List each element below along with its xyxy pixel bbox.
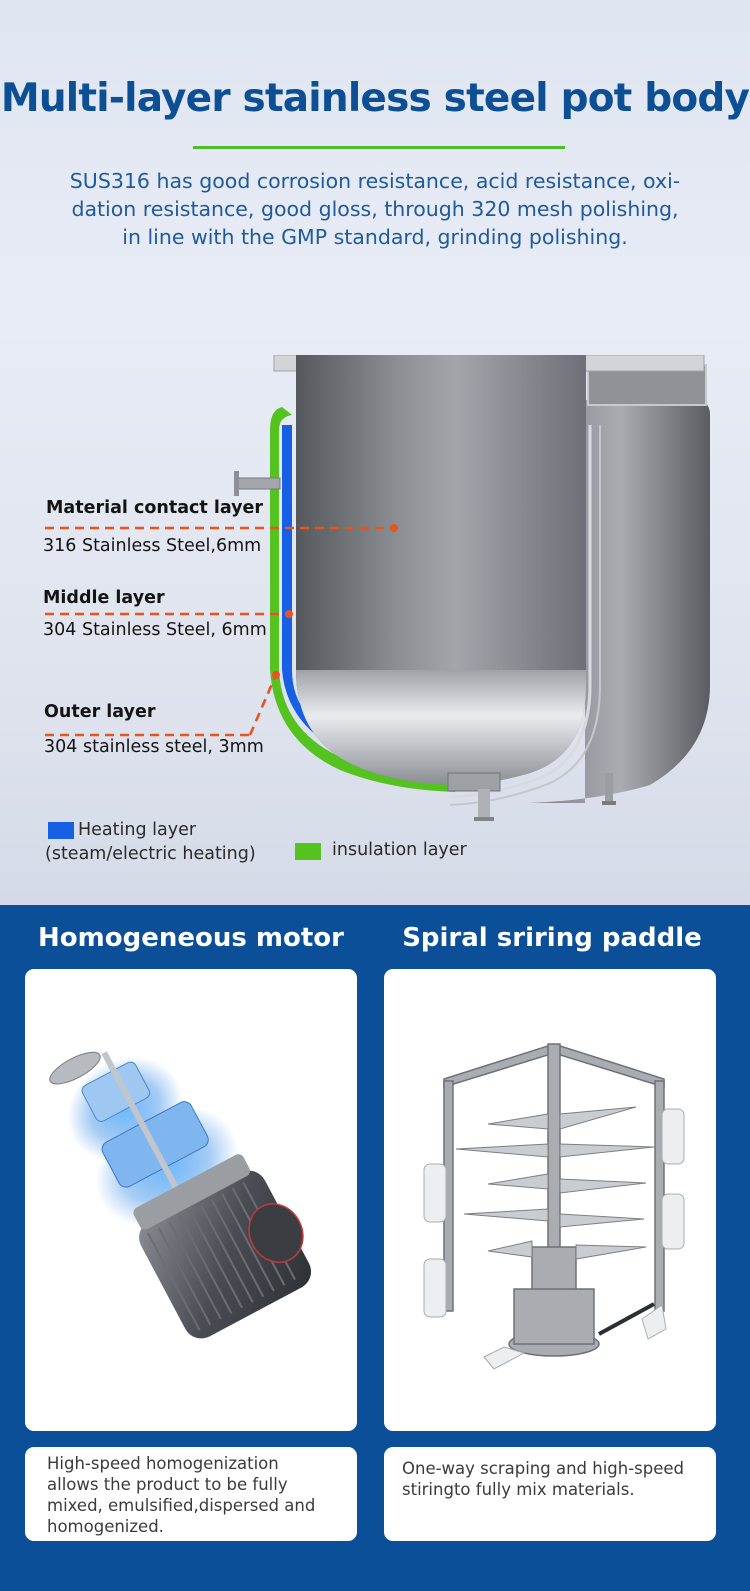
heating-layer-legend: Heating layer bbox=[78, 820, 197, 840]
heating-layer-swatch bbox=[48, 822, 74, 839]
motor-image-card bbox=[25, 969, 357, 1431]
motor-description-card: High-speed homogenization allows the pro… bbox=[25, 1447, 357, 1541]
feature-heading-paddle: Spiral sriring paddle bbox=[402, 923, 702, 953]
motor-description-line: mixed, emulsified,dispersed and bbox=[47, 1496, 316, 1515]
intro-line: SUS316 has good corrosion resistance, ac… bbox=[69, 169, 681, 193]
motor-description-line: allows the product to be fully bbox=[47, 1475, 288, 1494]
contact-layer-title: Material contact layer bbox=[46, 498, 264, 518]
paddle-description-line: One-way scraping and high-speed bbox=[402, 1459, 685, 1478]
paddle-description-card: One-way scraping and high-speed stiringt… bbox=[384, 1447, 716, 1541]
homogeneous-motor-illustration bbox=[49, 1051, 312, 1339]
outer-layer-title: Outer layer bbox=[44, 702, 156, 722]
intro-line: dation resistance, good gloss, through 3… bbox=[71, 197, 679, 221]
paddle-image-card bbox=[384, 969, 716, 1431]
motor-description: High-speed homogenization allows the pro… bbox=[47, 1453, 315, 1537]
outer-layer-spec: 304 stainless steel, 3mm bbox=[44, 737, 264, 757]
spiral-stirring-paddle-illustration bbox=[423, 1043, 685, 1370]
intro-line: in line with the GMP standard, grinding … bbox=[122, 225, 628, 249]
motor-description-line: homogenized. bbox=[47, 1517, 164, 1536]
insulation-layer-swatch bbox=[295, 843, 321, 860]
paddle-description-line: stiringto fully mix materials. bbox=[402, 1480, 635, 1499]
page-title: Multi-layer stainless steel pot body bbox=[0, 76, 750, 121]
paddle-description: One-way scraping and high-speed stiringt… bbox=[402, 1458, 684, 1500]
middle-layer-title: Middle layer bbox=[43, 588, 165, 608]
pot-cross-section-illustration bbox=[234, 355, 710, 821]
motor-description-line: High-speed homogenization bbox=[47, 1454, 279, 1473]
contact-layer-spec: 316 Stainless Steel,6mm bbox=[43, 536, 262, 556]
middle-layer-spec: 304 Stainless Steel, 6mm bbox=[43, 620, 267, 640]
heating-layer-legend-note: (steam/electric heating) bbox=[45, 844, 256, 864]
pot-body-section: Multi-layer stainless steel pot body SUS… bbox=[0, 0, 750, 905]
title-divider bbox=[193, 146, 565, 149]
feature-heading-motor: Homogeneous motor bbox=[38, 923, 344, 953]
intro-paragraph: SUS316 has good corrosion resistance, ac… bbox=[40, 167, 710, 251]
insulation-layer-legend: insulation layer bbox=[332, 840, 467, 860]
